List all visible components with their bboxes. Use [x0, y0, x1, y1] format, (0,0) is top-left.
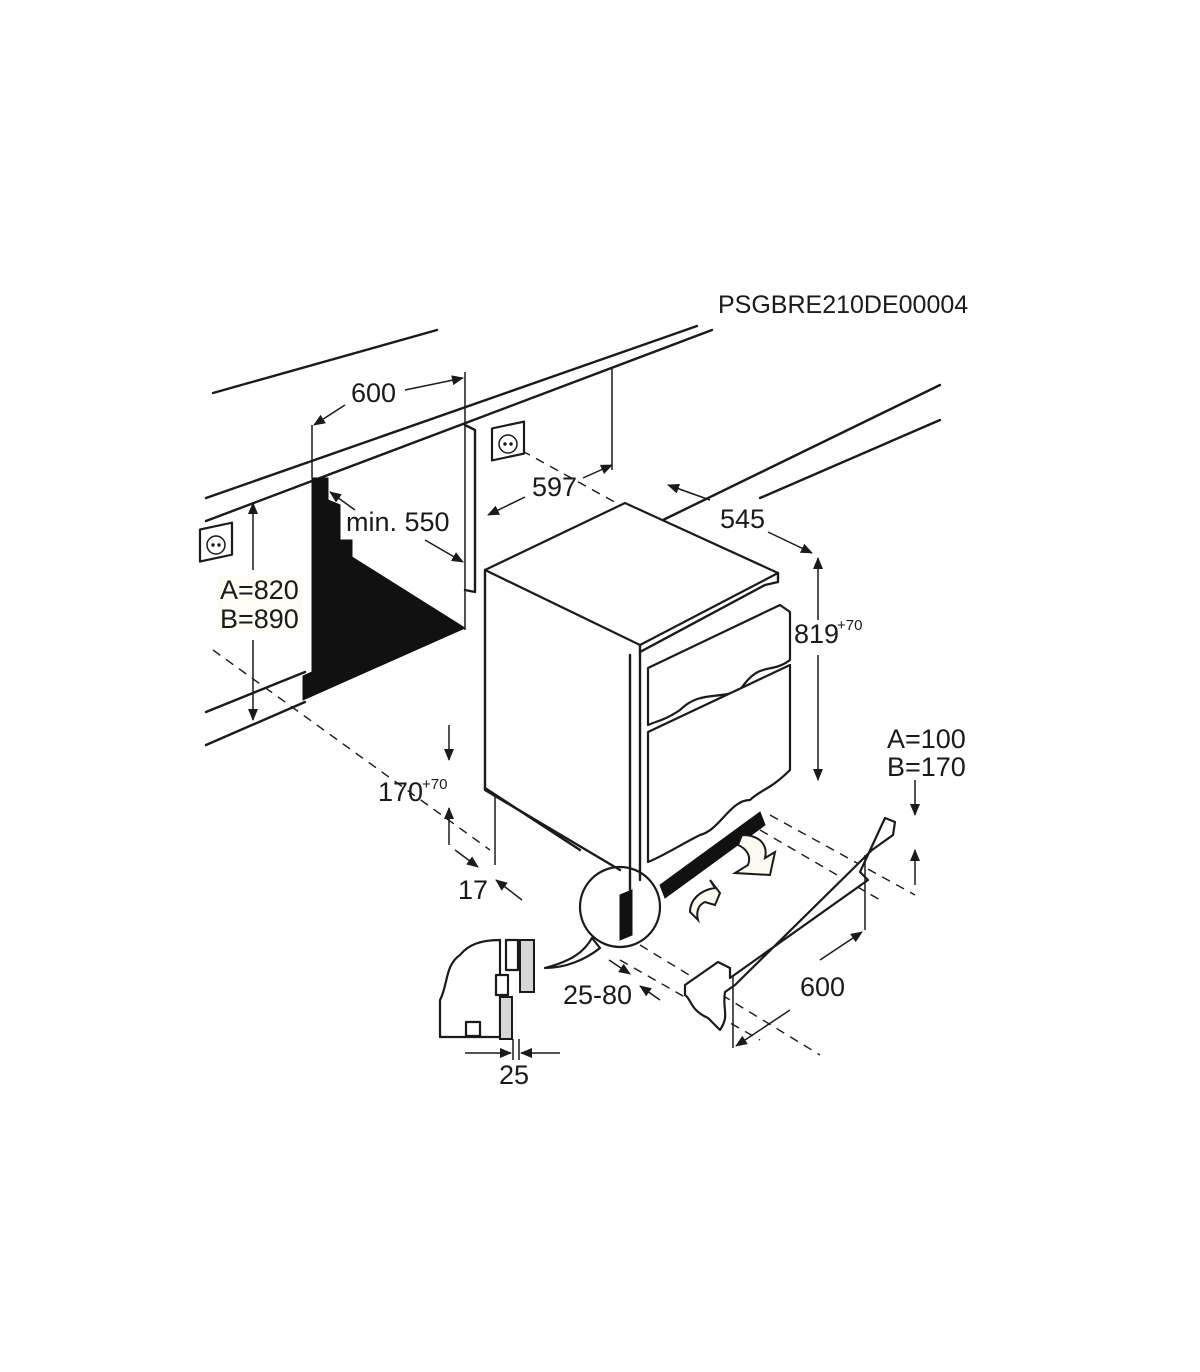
label-background [218, 576, 302, 632]
appliance-depth-label: 545 [720, 504, 765, 534]
power-socket-icon [490, 420, 526, 462]
drawing-code: PSGBRE210DE00004 [718, 291, 968, 319]
appliance-height-label: 819 [794, 619, 839, 649]
foot-height-tolerance: +70 [422, 776, 447, 793]
niche-height-a-label: A=820 [220, 575, 299, 605]
air-outlet-arrow-icon [731, 833, 777, 877]
niche-width-label: 600 [351, 378, 396, 408]
plinth-height-a-label: A=100 [887, 724, 966, 754]
plinth [683, 816, 897, 1048]
plinth-width-label: 600 [800, 972, 845, 1002]
panel-thickness-label: 25 [499, 1060, 529, 1090]
door-gap-label: 25-80 [563, 980, 632, 1010]
dimension-arrows [248, 375, 920, 1058]
door-offset-label: 17 [458, 875, 488, 905]
detail-callout [438, 865, 662, 1060]
niche-height-b-label: B=890 [220, 604, 299, 634]
niche-cavity [302, 372, 477, 701]
appliance [483, 501, 792, 941]
foot-height-label: 170 [378, 777, 423, 807]
niche-depth-label: min. 550 [346, 507, 450, 537]
power-socket-icon [198, 521, 234, 563]
appliance-width-label: 597 [532, 472, 577, 502]
air-inlet-arrow-icon [688, 879, 722, 924]
wall-lines [204, 324, 942, 747]
plinth-height-b-label: B=170 [887, 752, 966, 782]
appliance-height-tolerance: +70 [837, 617, 862, 634]
